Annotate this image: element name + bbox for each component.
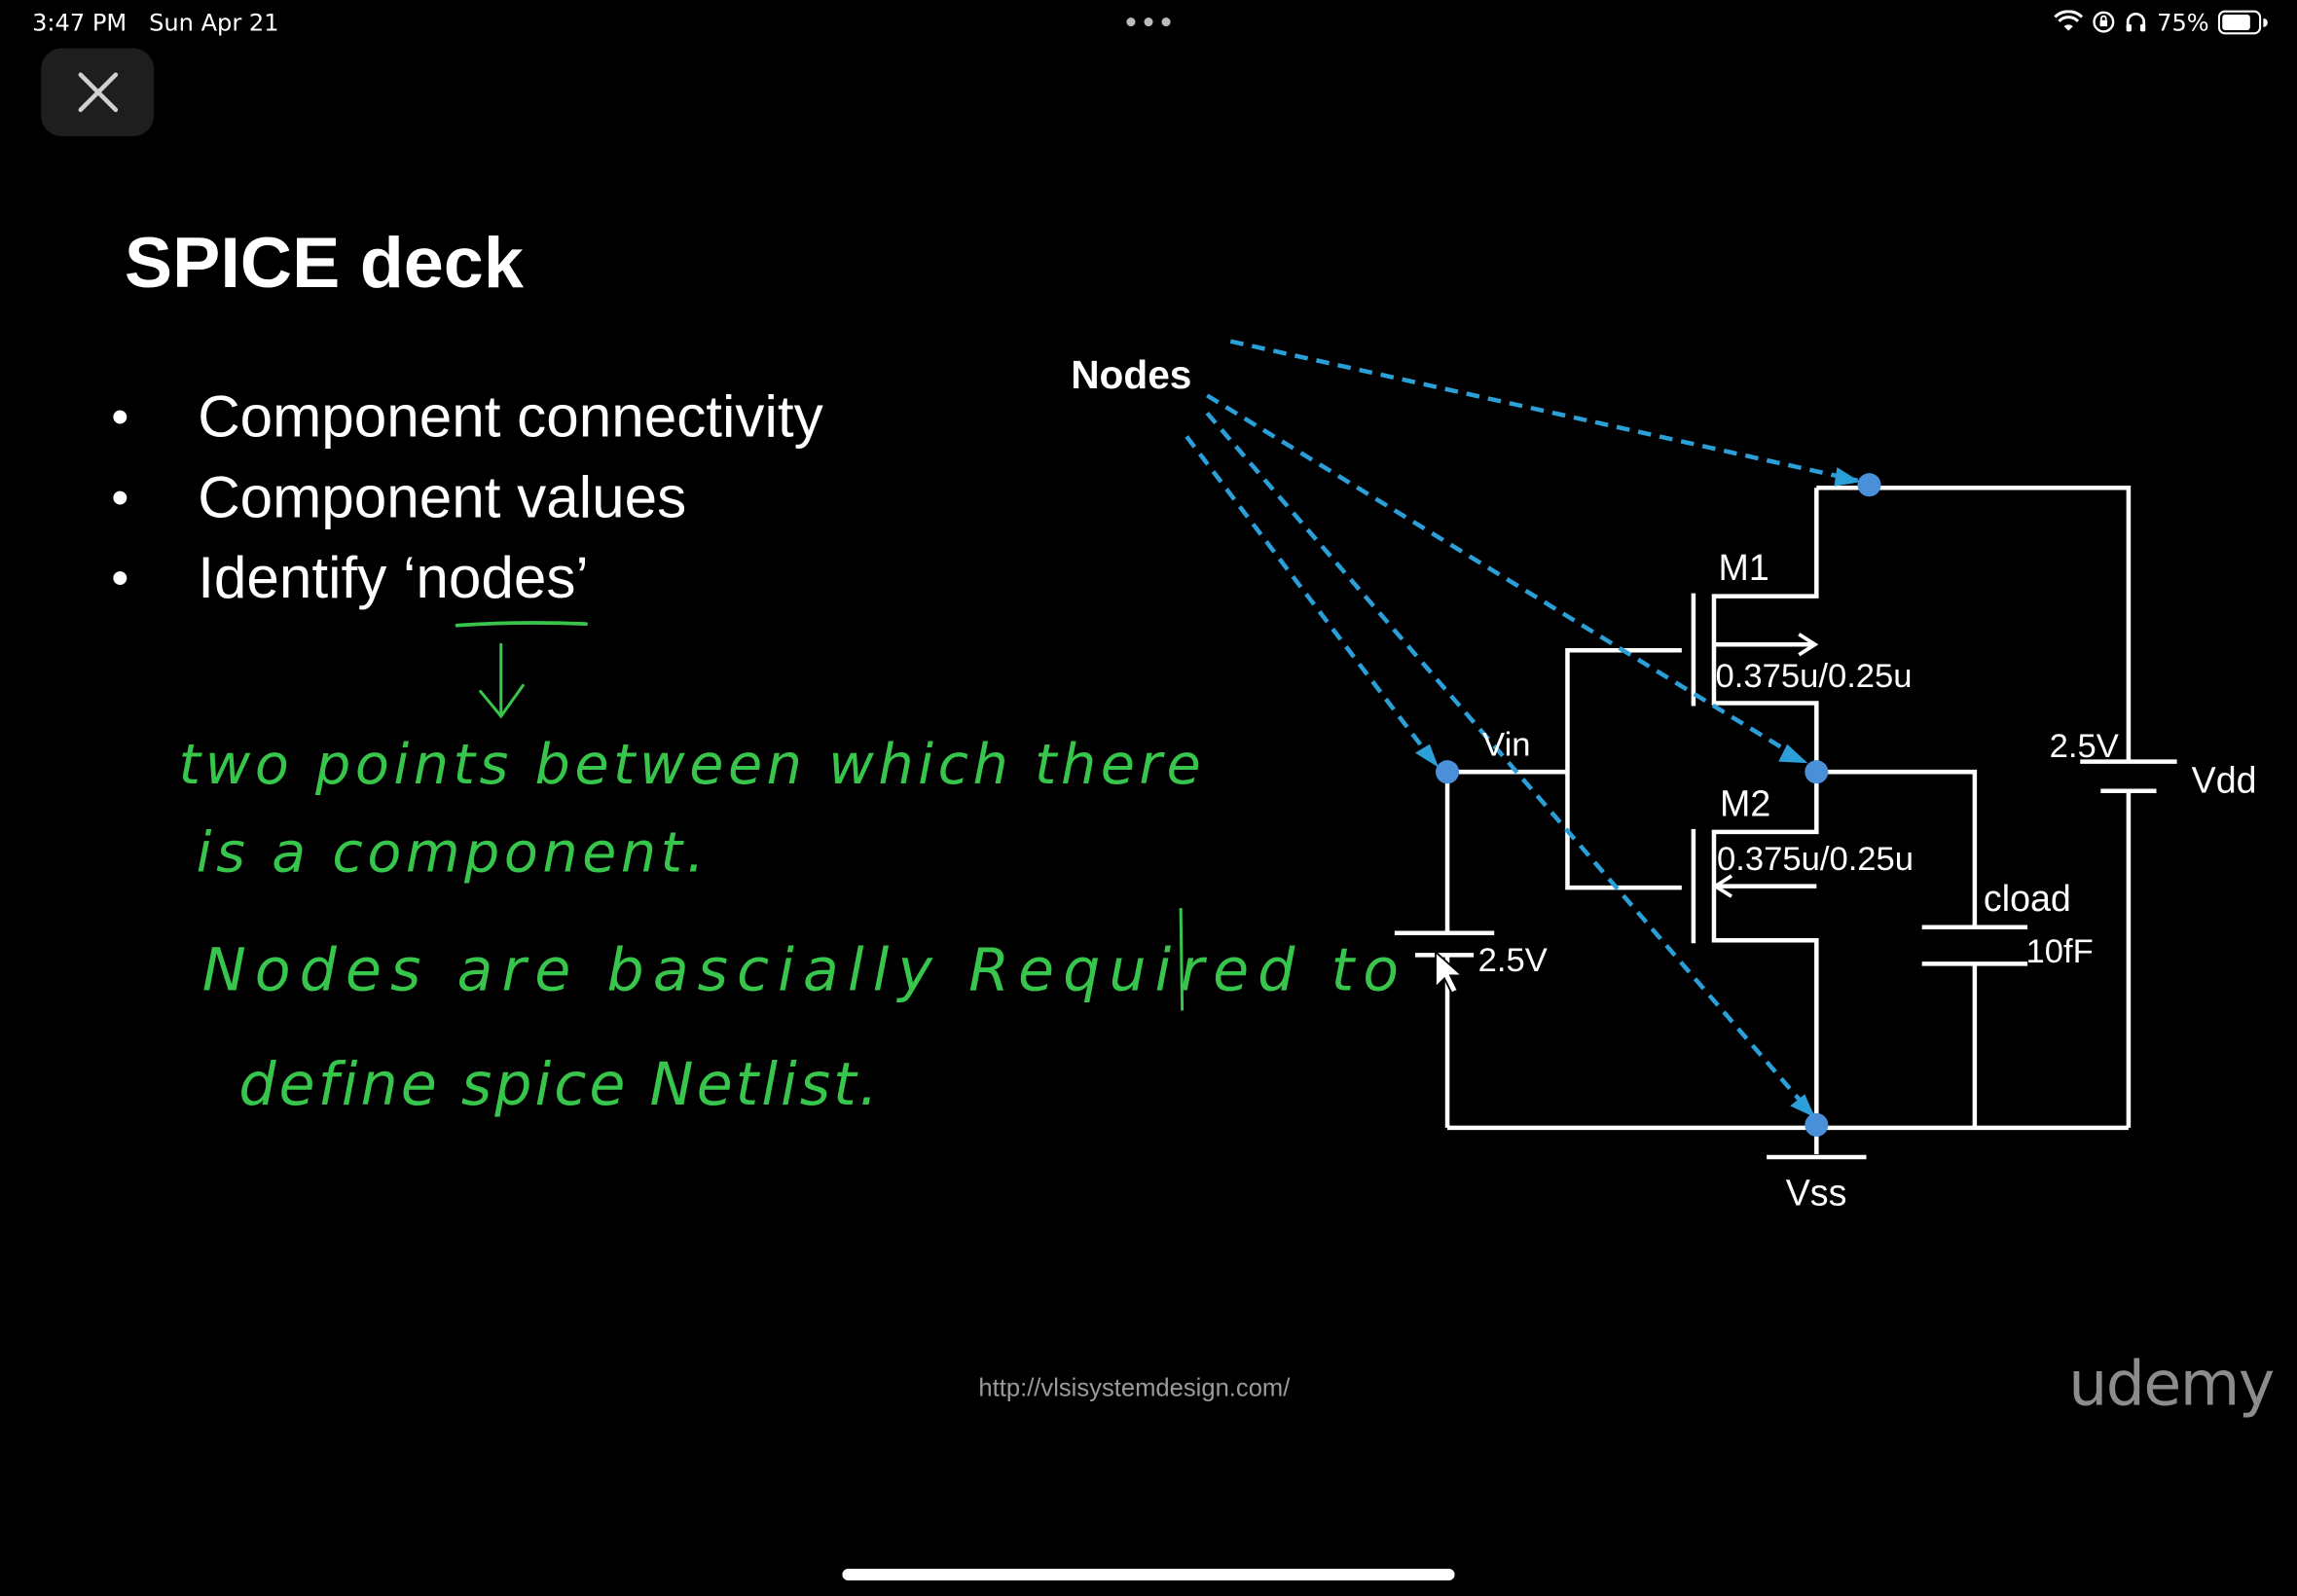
bullet-dot: • bbox=[111, 470, 129, 526]
bullet-dot: • bbox=[111, 389, 129, 446]
node-dot-vdd bbox=[1857, 473, 1881, 497]
status-time-text: 3:47 PM bbox=[32, 9, 128, 37]
status-date-text: Sun Apr 21 bbox=[149, 9, 279, 37]
circuit-wires bbox=[1394, 485, 2177, 1160]
bullet-dot: • bbox=[111, 550, 129, 607]
footer-url: http://vlsisystemdesign.com/ bbox=[978, 1373, 1291, 1402]
node-dots bbox=[1436, 473, 1881, 1137]
wifi-icon bbox=[2054, 10, 2084, 31]
m2-label: M2 bbox=[1720, 782, 1770, 823]
multitasking-dots-icon[interactable] bbox=[1116, 6, 1181, 35]
node-dot-out bbox=[1805, 760, 1829, 784]
node-dot-vss bbox=[1805, 1112, 1829, 1137]
handwritten-note-line: Nodes are bascially Required to bbox=[201, 937, 1408, 1005]
home-indicator[interactable] bbox=[842, 1568, 1455, 1581]
bullet-text: Component connectivity bbox=[198, 384, 823, 451]
status-indicators: 75% bbox=[2054, 6, 2268, 38]
bullet-item: • Identify ‘nodes’ bbox=[111, 539, 822, 620]
bullet-item: • Component connectivity bbox=[111, 378, 822, 458]
bullet-item: • Component values bbox=[111, 458, 822, 539]
handwritten-stroke bbox=[1179, 908, 1185, 1011]
cload-value-label: 10fF bbox=[2026, 933, 2094, 970]
node-dot-vin bbox=[1436, 760, 1460, 784]
mouse-cursor-icon bbox=[1435, 950, 1465, 995]
handwritten-note-line: two points between which there bbox=[178, 732, 1206, 797]
orientation-lock-icon bbox=[2093, 11, 2115, 33]
battery-icon bbox=[2217, 9, 2268, 34]
slide-title: SPICE deck bbox=[124, 224, 524, 304]
node-arrows bbox=[1185, 339, 1858, 1118]
bullet-list: • Component connectivity • Component value… bbox=[111, 378, 822, 619]
nodes-label: Nodes bbox=[1071, 352, 1191, 397]
handwritten-underline-arrow bbox=[455, 621, 588, 719]
vss-label: Vss bbox=[1786, 1173, 1847, 1214]
battery-percent: 75% bbox=[2157, 8, 2209, 36]
cload-label: cload bbox=[1984, 878, 2071, 919]
bullet-text: Component values bbox=[198, 465, 687, 530]
vin-source-label: 2.5V bbox=[1478, 942, 1548, 979]
m1-label: M1 bbox=[1718, 547, 1768, 588]
vin-label: Vin bbox=[1482, 727, 1530, 764]
handwritten-note-line: define spice Netlist. bbox=[238, 1051, 881, 1119]
m1-size-label: 0.375u/0.25u bbox=[1715, 658, 1912, 695]
headphones-icon bbox=[2127, 13, 2146, 32]
handwritten-note-line: is a component. bbox=[196, 819, 710, 886]
close-icon bbox=[77, 72, 118, 113]
status-time: 3:47 PM Sun Apr 21 bbox=[32, 9, 278, 37]
bullet-text: Identify ‘nodes’ bbox=[198, 546, 589, 611]
m2-size-label: 0.375u/0.25u bbox=[1717, 841, 1914, 878]
vdd-source-label: 2.5V bbox=[2050, 728, 2119, 765]
udemy-logo: udemy bbox=[2068, 1347, 2275, 1420]
node-arrowheads bbox=[1414, 467, 1861, 1118]
close-button[interactable] bbox=[41, 48, 155, 136]
vdd-label: Vdd bbox=[2192, 759, 2257, 800]
